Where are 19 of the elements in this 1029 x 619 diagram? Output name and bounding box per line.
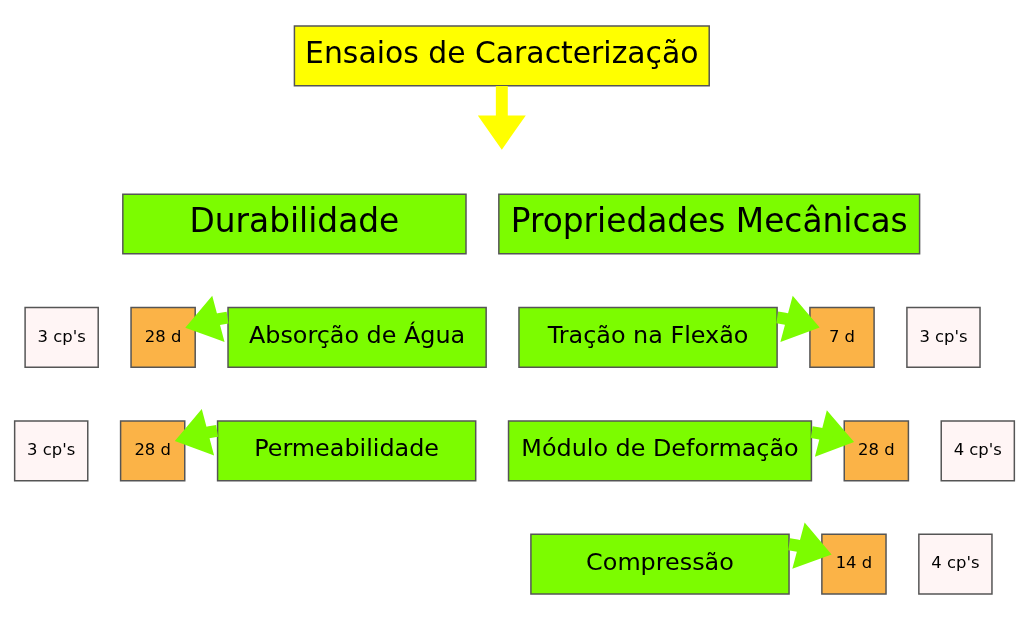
node-box: 28 d — [119, 419, 186, 481]
node-box: 28 d — [130, 306, 196, 368]
node-box: 14 d — [821, 533, 887, 595]
node-box: Permeabilidade — [216, 419, 477, 481]
node-box: Durabilidade — [122, 192, 467, 255]
node-box: 3 cp's — [13, 419, 89, 481]
node-box: 3 cp's — [24, 306, 99, 368]
node-box: 7 d — [809, 306, 875, 368]
arrow — [477, 85, 526, 150]
node-box: Tração na Flexão — [518, 306, 778, 368]
node-box: 3 cp's — [906, 306, 981, 368]
node-box: 28 d — [843, 419, 910, 481]
node-box: Ensaios de Caracterização — [293, 24, 710, 86]
node-box: Módulo de Deformação — [507, 419, 813, 481]
node-box: 4 cp's — [918, 533, 993, 595]
node-box: Absorção de Água — [227, 306, 487, 368]
node-box: Compressão — [530, 533, 790, 595]
node-box: Propriedades Mecânicas — [498, 192, 921, 255]
node-box: 4 cp's — [940, 419, 1016, 481]
